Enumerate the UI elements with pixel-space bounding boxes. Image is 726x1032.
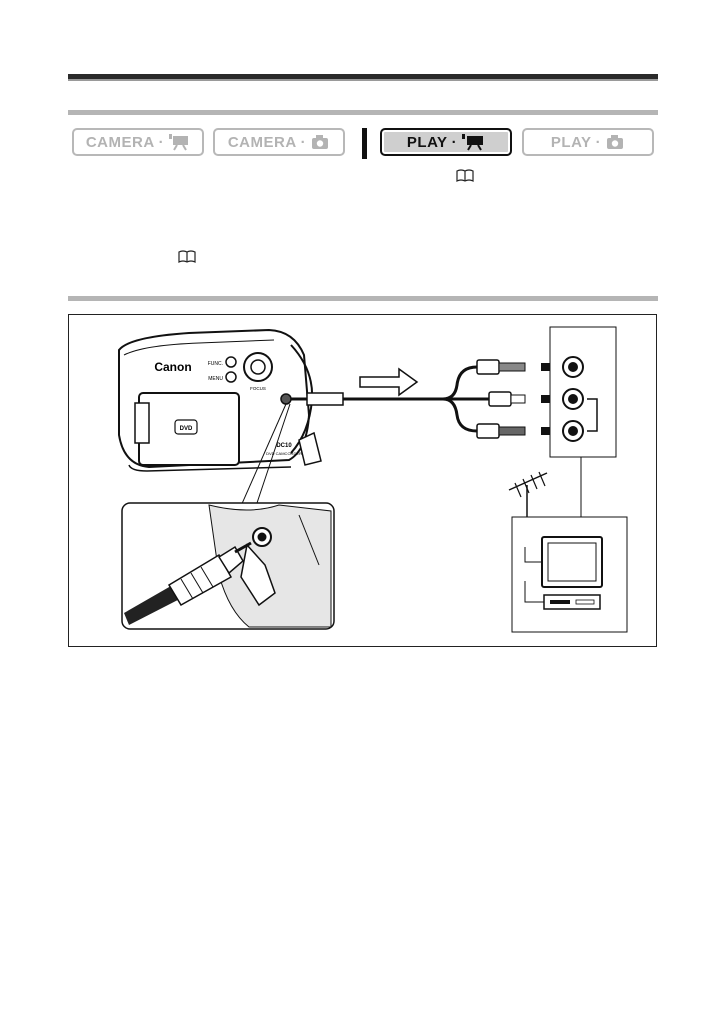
camera-av-cable [291,392,443,406]
connection-diagram-drawing: DVD Canon FUNC. MENU FOCUS DC10 DVD CAMC… [118,326,628,633]
separator-dot: · [595,133,602,151]
antenna-icon [508,471,548,517]
mode-tab-label: PLAY [550,133,592,151]
movie-camera-icon [462,134,484,151]
photo-camera-icon [607,135,624,149]
mode-tab-camera-movie: CAMERA · [72,128,204,156]
separator-dot: · [451,133,458,151]
tv-vcr-unit [511,516,628,633]
camera-brand-label: Canon [154,360,191,374]
section-rule-top [68,110,658,115]
mode-tab-camera-photo: CAMERA · [213,128,345,156]
tv-av-input-panel [549,326,617,458]
mode-tab-label: CAMERA [227,133,297,151]
camera-model-sub-label: DVD CAMCORDER [266,451,302,456]
svg-text:DVD: DVD [180,426,193,432]
mode-tab-label: CAMERA [85,133,155,151]
mode-tab-play-movie: PLAY · [380,128,512,156]
top-header-rule [68,74,658,81]
camcorder-illustration: DVD Canon FUNC. MENU FOCUS DC10 DVD CAMC… [118,328,322,472]
camera-model-label: DC10 [276,443,292,449]
photo-camera-icon [312,135,329,149]
separator-dot: · [300,133,307,151]
direction-arrow [359,367,419,397]
section-rule-diagram [68,296,658,301]
dial-label: FOCUS [250,386,266,391]
rca-splitter-cables [442,359,559,439]
camera-button-label: FUNC. [208,361,223,367]
movie-camera-icon [169,134,189,151]
mode-tab-label: PLAY [406,133,448,151]
separator-dot: · [158,133,165,151]
book-reference-icon [456,169,474,182]
camera-button-label: MENU [208,376,223,382]
connection-diagram: DVD Canon FUNC. MENU FOCUS DC10 DVD CAMC… [68,314,657,647]
mode-tab-play-photo: PLAY · [522,128,654,156]
connector-callout-lines [236,403,291,516]
connector-closeup-inset [121,502,335,630]
book-reference-icon [178,250,196,263]
mode-separator-bar [362,128,367,159]
